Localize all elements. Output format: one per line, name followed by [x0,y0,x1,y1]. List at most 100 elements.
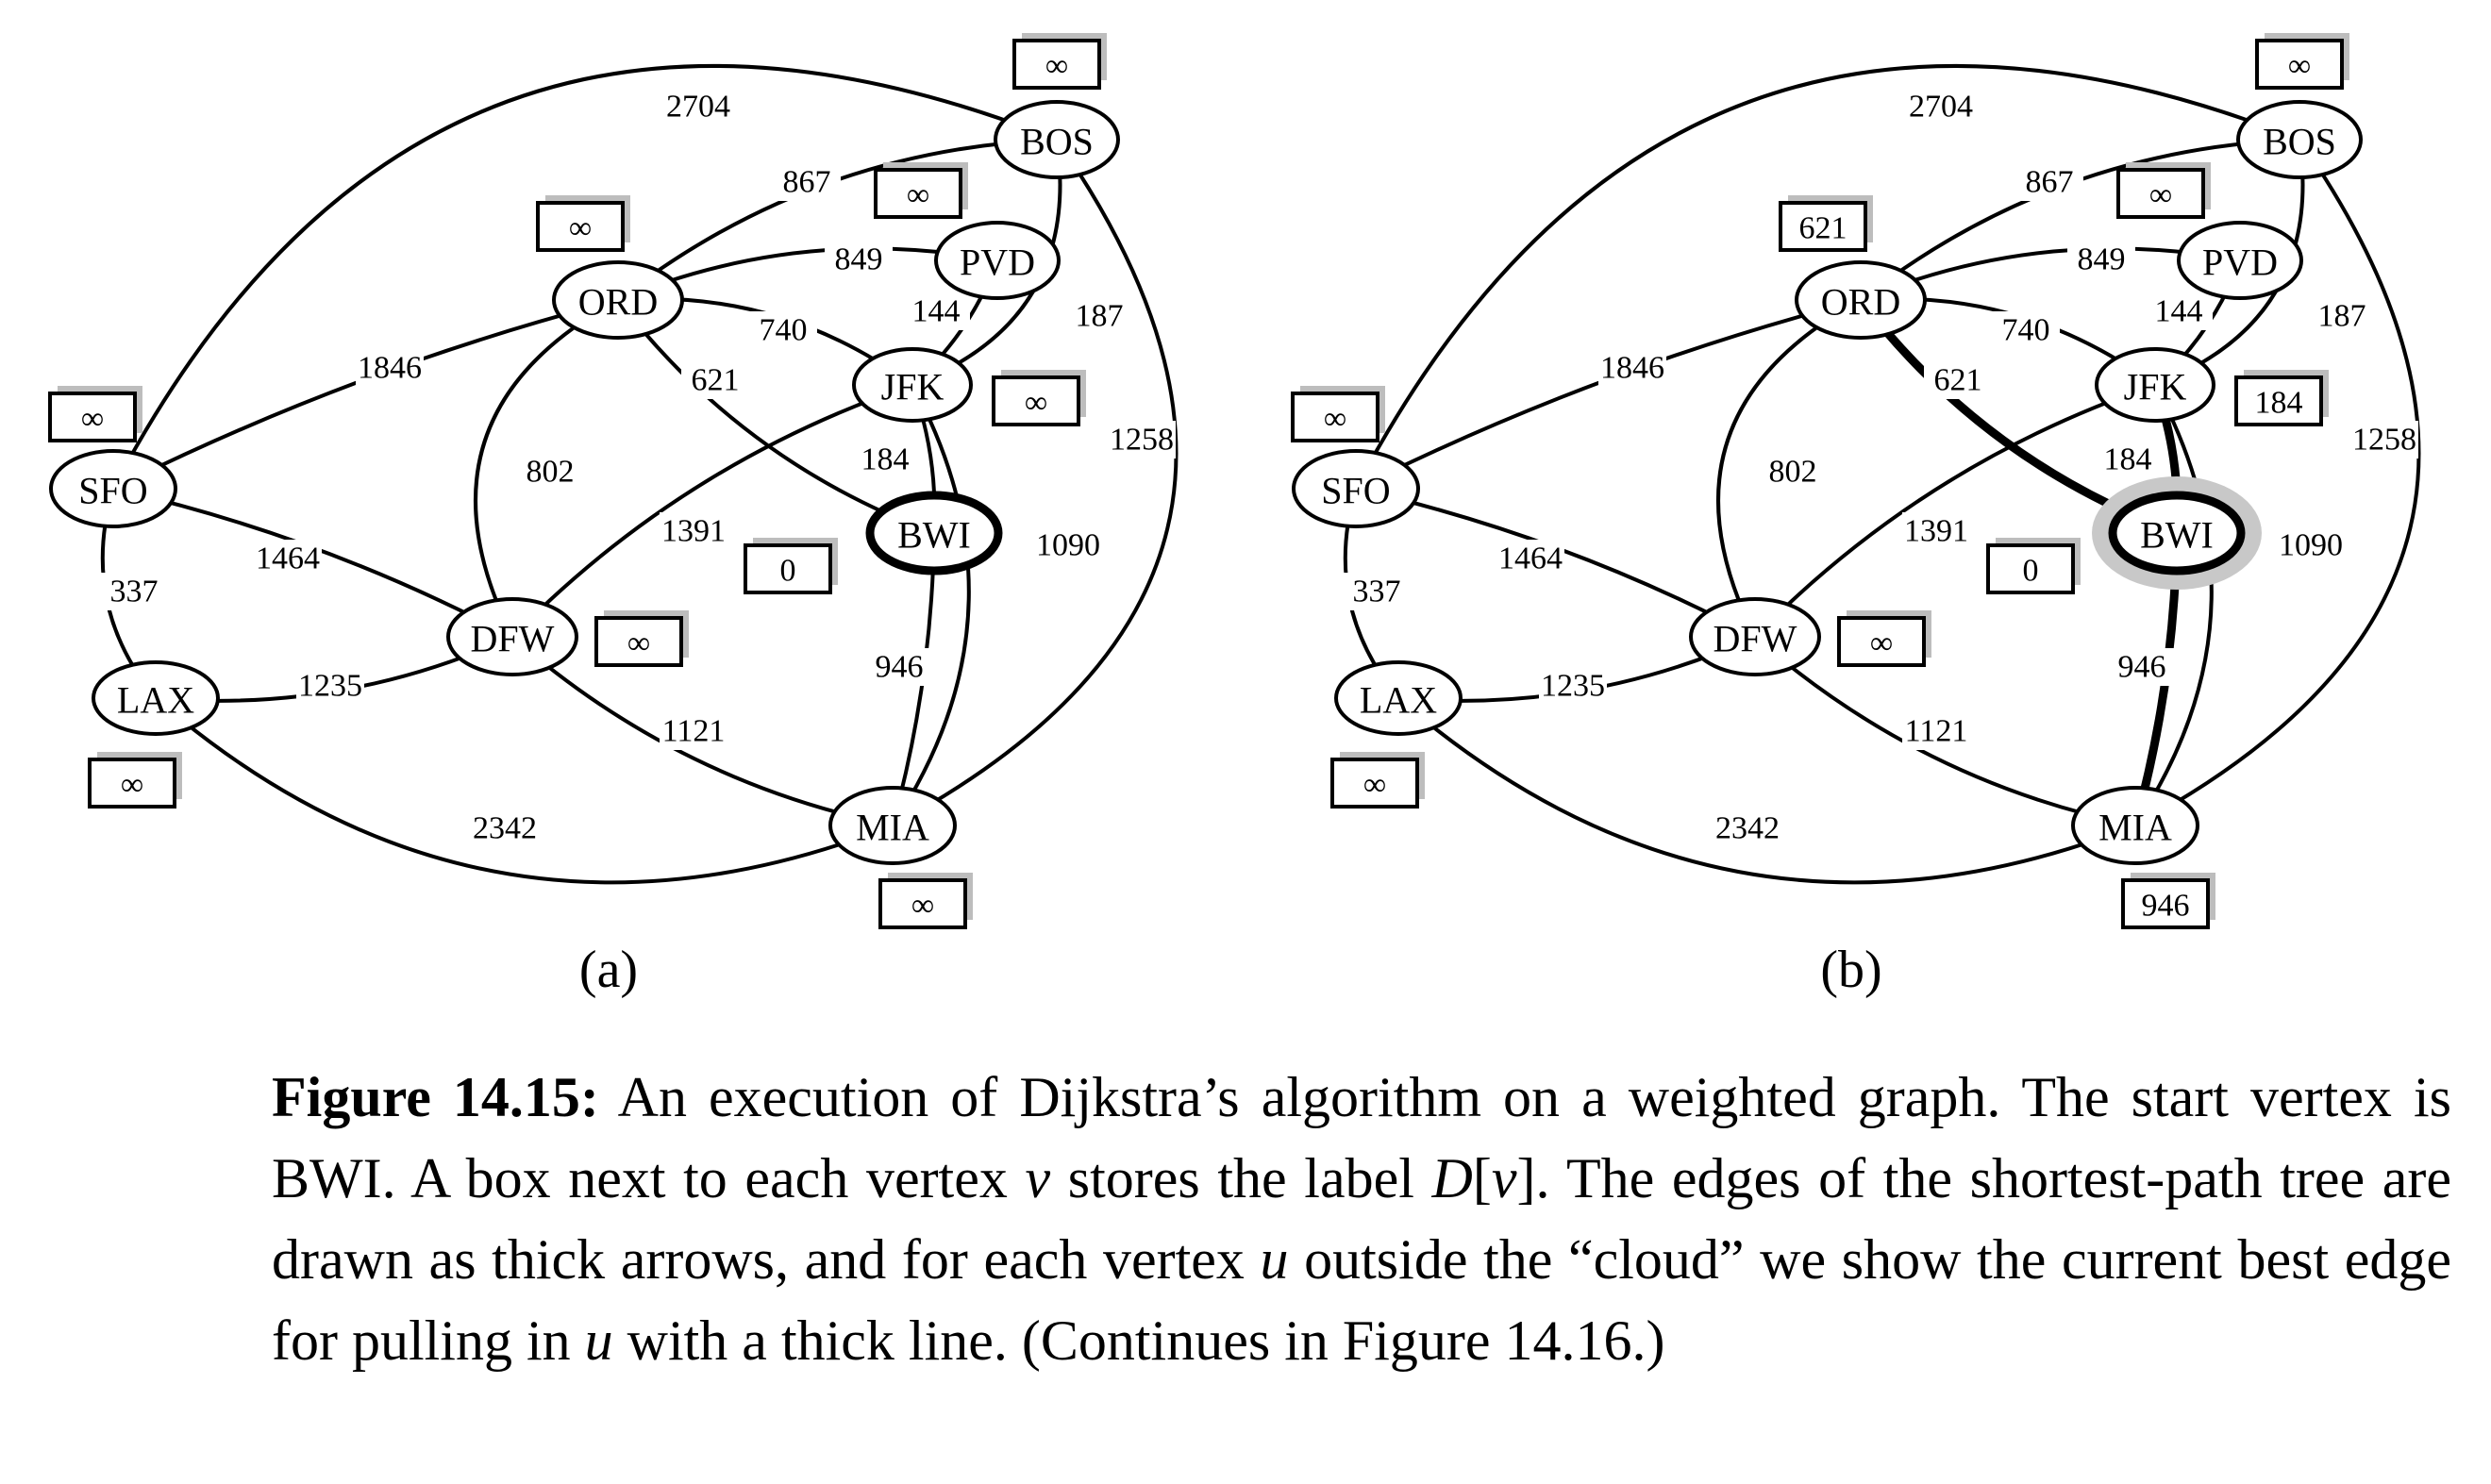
distance-label-mia: ∞ [911,889,934,924]
edge-weight-jfk-bos: 187 [2318,299,2366,334]
distance-label-bos: ∞ [2288,49,2311,84]
node-sfo [1292,449,1420,528]
node-dfw [1689,597,1821,676]
node-bwi [865,491,1003,575]
edge-weight-bg [2094,441,2162,478]
distance-label-dfw: ∞ [627,626,650,661]
node-mia [828,786,957,865]
edge-jfk-mia [891,384,971,827]
edge-weight-bg [2067,241,2135,278]
node-label-ord: ORD [578,281,658,324]
edge-weight-bg [1496,540,1564,577]
edge-weight-ord-jfk: 740 [2002,313,2050,348]
node-label-sfo: SFO [78,470,147,512]
edge-weight-jfk-pvd: 144 [2155,294,2203,329]
edge-weight-jfk-bwi: 184 [861,442,910,477]
edge-weight-bg [471,809,539,847]
distance-label-dfw: ∞ [1870,626,1893,661]
edge-weight-bg [1343,573,1411,610]
edge-weight-jfk-bwi: 184 [2104,442,2152,477]
figure-label: Figure 14.15: [272,1066,599,1128]
edge-weight-bg [1759,453,1827,491]
edge-weight-bg [1902,712,1970,750]
distance-label-pvd: ∞ [2149,178,2172,213]
edge-weight-bg [1902,512,1970,550]
edge-weight-bg [660,512,727,550]
edge-weight-bg [1108,421,1176,459]
caption-bracket-open: [ [1472,1147,1492,1209]
edge-weight-bg [1924,361,1992,399]
edge-weight-lax-mia: 2342 [473,811,537,846]
edge-weight-bg [902,292,970,330]
distance-label-bwi: 0 [2023,554,2039,589]
edge-weight-bos-mia: 1258 [1110,423,1174,458]
edge-weight-bg [1065,297,1133,335]
edge-weight-ord-dfw: 802 [1769,455,1817,490]
distance-label-bos: ∞ [1045,49,1068,84]
edge-dfw-jfk [1753,383,2156,639]
node-lax [1334,660,1463,736]
caption-var-v: v [1025,1147,1051,1209]
edge-bos-mia [892,138,1179,827]
edge-weight-bg [681,361,749,399]
distance-label-bwi: 0 [780,554,796,589]
edge-weight-jfk-bos: 187 [1076,299,1124,334]
edge-ord-dfw [474,298,619,638]
edge-weight-dfw-mia: 1121 [1905,714,1968,749]
edge-weight-bg [664,88,732,125]
distance-box-dfw [1837,616,1926,667]
node-label-jfk: JFK [2124,366,2187,409]
edge-weight-sfo-dfw: 1464 [256,542,320,576]
edge-weight-sfo-ord: 1846 [358,351,422,386]
distance-label-jfk: ∞ [1025,386,1047,421]
node-label-bwi: BWI [2140,514,2214,557]
node-label-dfw: DFW [471,618,555,660]
caption-text-2: stores the label [1050,1147,1432,1209]
distance-box-pvd [874,168,962,219]
distance-label-mia: 946 [2142,889,2190,924]
edge-weight-bg [851,441,919,478]
node-pvd [934,221,1061,300]
distance-box-bwi [744,543,832,594]
edge-weight-ord-bos: 867 [783,165,831,200]
distance-box-ord [1779,201,1867,252]
edge-weight-bg [2145,292,2213,330]
node-dfw [446,597,578,676]
edge-weight-ord-pvd: 849 [835,242,883,277]
caption-text-5: with a thick line. (Continues in Figure … [612,1309,1665,1372]
edge-weight-bg [100,573,168,610]
distance-label-sfo: ∞ [1324,402,1346,437]
dijkstra-figure: 2704 867 849 144 187 740 621 1846 1258 802 184 1391… [48,33,2421,999]
edge-weight-bg [773,163,841,201]
node-bwi [2108,491,2246,575]
edge-weight-ord-bwi: 621 [692,363,740,398]
edge-weight-bg [356,349,424,387]
distance-label-lax: ∞ [121,768,143,803]
node-ord [552,260,684,340]
edge-weight-bos-mia: 1258 [2352,423,2416,458]
panel-label-b: (b) [1820,941,1881,999]
edge-lax-mia [154,696,894,885]
edge-weight-sfo-bos: 2704 [1909,90,1973,125]
figure-caption: Figure 14.15: An execution of Dijkstra’s… [272,1057,2451,1381]
edge-weight-bg [660,712,727,750]
node-label-ord: ORD [1821,281,1900,324]
edge-weight-bg [2308,297,2376,335]
edge-weight-jfk-pvd: 144 [912,294,961,329]
edge-weight-dfw-jfk: 1391 [1904,514,1968,549]
caption-label-v: v [1491,1147,1517,1209]
edge-lax-mia [1396,696,2136,885]
node-label-bos: BOS [1020,121,1094,163]
edge-sfo-bos [1354,63,2300,490]
caption-text-4: outside the “cloud” we show the current … [272,1228,2452,1372]
distance-box-bos [2255,39,2344,90]
distance-box-jfk [992,375,1080,426]
node-jfk [2095,347,2215,423]
distance-box-lax [1330,758,1419,809]
edge-bos-mia [2134,138,2421,827]
node-jfk [852,347,973,423]
edge-weight-dfw-mia: 1121 [662,714,726,749]
edge-weight-sfo-ord: 1846 [1600,351,1664,386]
edge-weight-ord-jfk: 740 [760,313,808,348]
